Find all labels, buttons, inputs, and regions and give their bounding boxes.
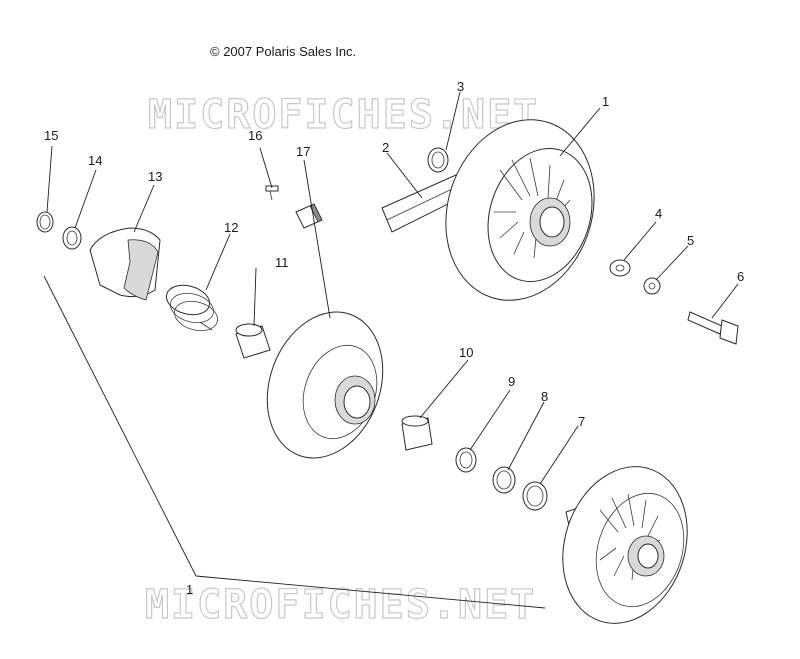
callout-12: 12 — [224, 220, 238, 235]
bushing-11 — [235, 323, 271, 359]
screw-16 — [265, 185, 279, 201]
sliding-sheave — [266, 311, 384, 459]
clutch-sheave-upper — [445, 119, 595, 301]
snap-ring-15 — [36, 211, 54, 233]
washer-8 — [492, 466, 516, 494]
callout-3: 3 — [457, 79, 464, 94]
bushing-10 — [401, 415, 433, 451]
callout-11: 11 — [275, 255, 289, 270]
callout-17: 17 — [296, 144, 310, 159]
callout-9: 9 — [508, 374, 515, 389]
washer-5 — [643, 277, 661, 295]
washer-14 — [62, 226, 82, 250]
washer-3 — [427, 147, 449, 173]
spring-12 — [165, 284, 218, 332]
watermark-top: MICROFICHES.NET — [148, 92, 539, 138]
cam-13 — [89, 227, 161, 301]
copyright-text: © 2007 Polaris Sales Inc. — [210, 44, 356, 59]
callout-16: 16 — [248, 128, 262, 143]
callout-2: 2 — [382, 140, 389, 155]
callout-10: 10 — [459, 345, 473, 360]
callout-5: 5 — [687, 233, 694, 248]
callout-1-top: 1 — [602, 94, 609, 109]
callout-15: 15 — [44, 128, 58, 143]
callout-labels: 1 1 2 3 4 5 6 7 8 9 10 11 12 13 14 15 16… — [44, 79, 744, 597]
callout-1-bottom: 1 — [186, 582, 193, 597]
fixed-sheave-lower — [562, 466, 688, 624]
callout-4: 4 — [655, 206, 662, 221]
leader-lines — [46, 91, 739, 485]
callout-7: 7 — [578, 414, 585, 429]
assembly-bracket-lines — [43, 275, 546, 609]
callout-14: 14 — [88, 153, 102, 168]
callout-13: 13 — [148, 169, 162, 184]
callout-8: 8 — [541, 389, 548, 404]
callout-6: 6 — [737, 269, 744, 284]
bolt-6 — [687, 311, 739, 345]
washer-4 — [609, 259, 631, 277]
washer-9 — [455, 447, 477, 473]
button-17 — [295, 203, 323, 229]
